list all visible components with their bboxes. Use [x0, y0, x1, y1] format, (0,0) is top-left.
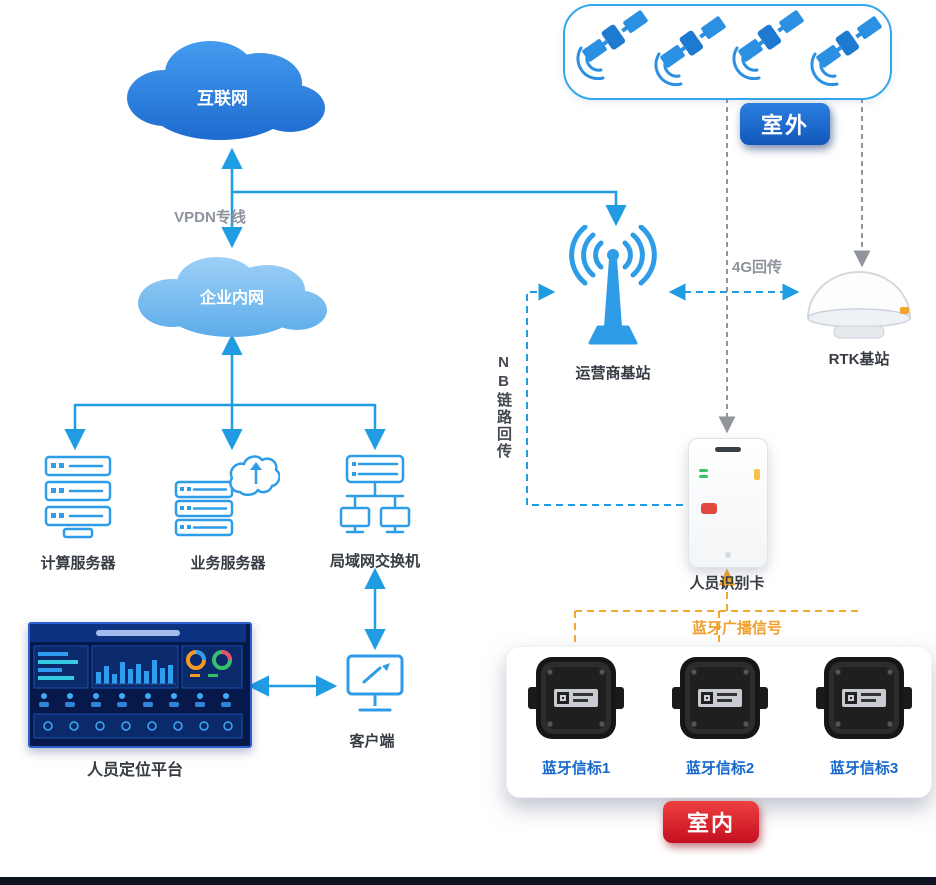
indoor-badge: 室内: [663, 801, 759, 843]
beacon-1-label: 蓝牙信标1: [541, 760, 611, 777]
rtk-base-station: [800, 252, 918, 344]
positioning-platform-screenshot: [28, 622, 252, 748]
outdoor-badge: 室外: [740, 103, 830, 145]
satellite-icons: [576, 4, 887, 87]
intranet-cloud: 企业内网: [122, 248, 342, 343]
client-node: [342, 650, 408, 728]
platform-label: 人员定位平台: [86, 762, 183, 779]
card-lanyard-hole: [725, 552, 731, 558]
bluetooth-beacon-icon: [816, 657, 912, 739]
lan-switch-node: [325, 452, 425, 548]
business-server-label: 业务服务器: [190, 555, 266, 572]
rtk-dome-icon: [806, 271, 912, 339]
cloud-icon: [127, 41, 325, 140]
bt-broadcast-label: 蓝牙广播信号: [691, 620, 782, 637]
satellite-constellation-panel: [563, 4, 892, 100]
4g-backhaul-label: 4G回传: [731, 259, 782, 276]
compute-server-node: [38, 453, 118, 548]
card-led-icon: [699, 475, 708, 478]
card-speaker-slot: [715, 447, 741, 452]
rtk-station-label: RTK基站: [828, 351, 890, 368]
dashboard-preview: [30, 624, 246, 742]
compute-server-label: 计算服务器: [40, 555, 116, 572]
server-cloud-icon: [174, 455, 281, 537]
internet-label: 互联网: [197, 89, 248, 108]
client-label: 客户端: [349, 733, 395, 750]
vpdn-line-label: VPDN专线: [174, 209, 246, 226]
bluetooth-beacon-icon: [672, 657, 768, 739]
cloud-icon: [138, 257, 327, 337]
card-sos-button: [701, 503, 717, 514]
beacon-panel: 蓝牙信标1 蓝牙信标2 蓝牙信标3: [506, 646, 932, 798]
network-switch-icon: [339, 454, 411, 534]
person-card-device: [688, 438, 768, 568]
card-led-icon: [699, 469, 708, 472]
card-side-tag: [754, 469, 760, 480]
person-card-label: 人员识别卡: [689, 575, 765, 592]
nb-backhaul-label: NB链路回传: [495, 354, 512, 460]
beacon-3-label: 蓝牙信标3: [829, 760, 899, 777]
bottom-edge-bar: [0, 877, 936, 885]
lan-switch-label: 局域网交换机: [329, 553, 420, 570]
operator-base-station: [548, 224, 678, 365]
monitor-icon: [346, 654, 404, 712]
server-stack-icon: [44, 455, 112, 539]
bluetooth-beacon-icon: [528, 657, 624, 739]
cell-tower-icon: [569, 224, 657, 345]
operator-station-label: 运营商基站: [575, 365, 651, 382]
beacon-2-label: 蓝牙信标2: [685, 760, 755, 777]
internet-cloud: 互联网: [110, 28, 335, 148]
business-server-node: [170, 448, 281, 548]
intranet-label: 企业内网: [199, 290, 264, 307]
